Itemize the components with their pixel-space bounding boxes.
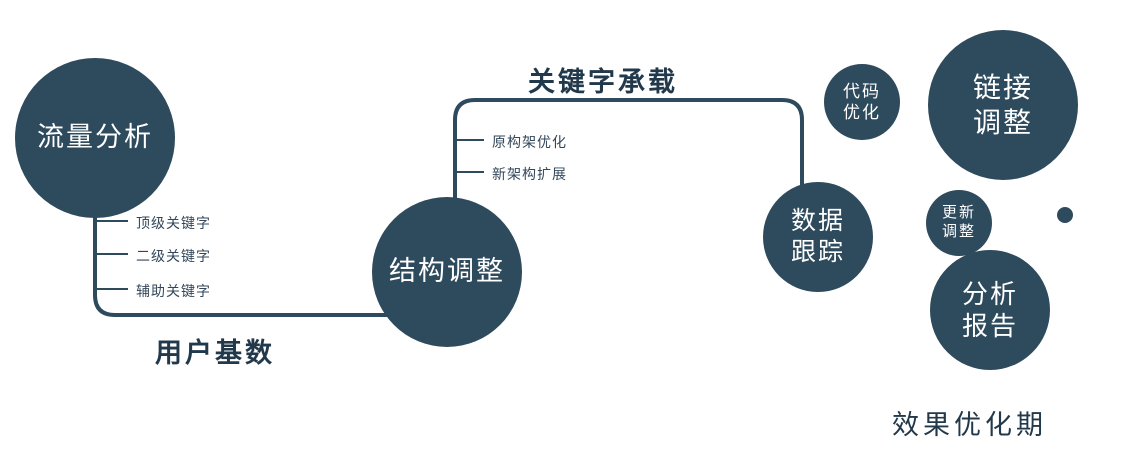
node-analysis-report-line1: 分析	[961, 278, 1018, 309]
footer-phase-label: 效果优化期	[892, 410, 1047, 440]
node-structure-adjust-label: 结构调整	[389, 256, 505, 287]
edge-label-user-base: 用户基数	[155, 338, 275, 368]
node-code-optimize: 代码 优化	[824, 64, 900, 140]
node-analysis-report-line2: 报告	[961, 311, 1018, 341]
branch-label-second-keywords: 二级关键字	[136, 248, 211, 264]
edge-label-keyword-carry: 关键字承载	[528, 67, 678, 97]
node-update-adjust: 更新 调整	[926, 190, 992, 256]
node-data-tracking-line1: 数据	[790, 206, 845, 235]
node-small-dot	[1057, 207, 1073, 223]
node-structure-adjust: 结构调整	[372, 197, 522, 347]
node-update-adjust-line2: 调整	[941, 223, 976, 240]
node-data-tracking: 数据 跟踪	[763, 182, 873, 292]
node-data-tracking-line2: 跟踪	[790, 238, 845, 266]
connector-traffic-structure	[93, 200, 388, 317]
node-link-adjust-line2: 调整	[972, 107, 1033, 138]
node-traffic-analysis-label: 流量分析	[37, 122, 153, 153]
branch-label-original-arch: 原构架优化	[492, 134, 567, 150]
node-code-optimize-line1: 代码	[843, 81, 881, 101]
node-link-adjust-line1: 链接	[972, 72, 1033, 103]
branch-label-aux-keywords: 辅助关键字	[136, 283, 211, 299]
node-link-adjust: 链接 调整	[928, 30, 1078, 180]
connector-structure-tracking	[453, 98, 804, 205]
node-analysis-report: 分析 报告	[930, 250, 1050, 370]
branch-label-new-arch: 新架构扩展	[492, 166, 567, 182]
node-traffic-analysis: 流量分析	[15, 58, 175, 218]
branch-label-top-keywords: 顶级关键字	[136, 215, 211, 231]
node-code-optimize-line2: 优化	[843, 103, 881, 122]
node-update-adjust-line1: 更新	[941, 204, 976, 222]
